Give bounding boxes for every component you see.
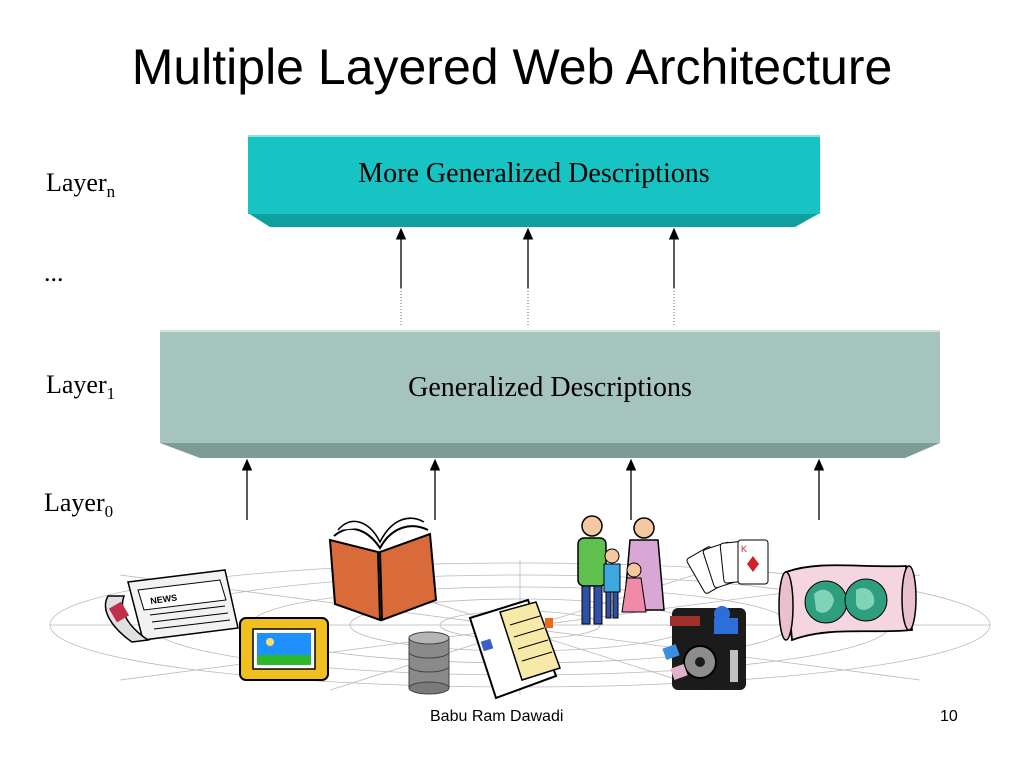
middle-layer-box	[160, 330, 940, 458]
layer-n-label: Layern	[46, 168, 115, 202]
middle-layer-label: Generalized Descriptions	[408, 372, 692, 403]
layer-n-base: Layer	[46, 168, 107, 197]
framed-picture-icon	[239, 617, 329, 681]
arrows-to-middle-layer	[241, 458, 825, 520]
slide-title: Multiple Layered Web Architecture	[131, 39, 893, 95]
open-book-icon	[328, 517, 438, 622]
arrows-to-top-layer	[395, 227, 680, 325]
film-projector-icon	[662, 606, 746, 690]
top-layer-label: More Generalized Descriptions	[358, 158, 710, 189]
svg-text:K: K	[741, 544, 747, 554]
layer-0-sub: 0	[104, 502, 114, 522]
top-layer-box	[248, 135, 820, 227]
svg-text:NEWS: NEWS	[150, 592, 178, 606]
playing-cards-icon: K	[686, 539, 769, 594]
layer-1-sub: 1	[106, 384, 116, 404]
layer-1-label: Layer1	[46, 370, 115, 404]
notebook-icon	[468, 598, 561, 700]
slide-number: 10	[940, 708, 958, 725]
family-icon	[577, 515, 665, 625]
layer-0-label: Layer0	[44, 488, 113, 522]
layer-n-sub: n	[106, 182, 116, 202]
newspaper-icon: NEWS	[104, 569, 239, 643]
layer-ellipsis: ...	[44, 258, 64, 287]
footer-author: Babu Ram Dawadi	[430, 708, 564, 725]
layer-1-base: Layer	[46, 370, 107, 399]
layer-0-base: Layer	[44, 488, 105, 517]
world-map-icon	[778, 564, 917, 642]
database-icon	[408, 631, 450, 695]
